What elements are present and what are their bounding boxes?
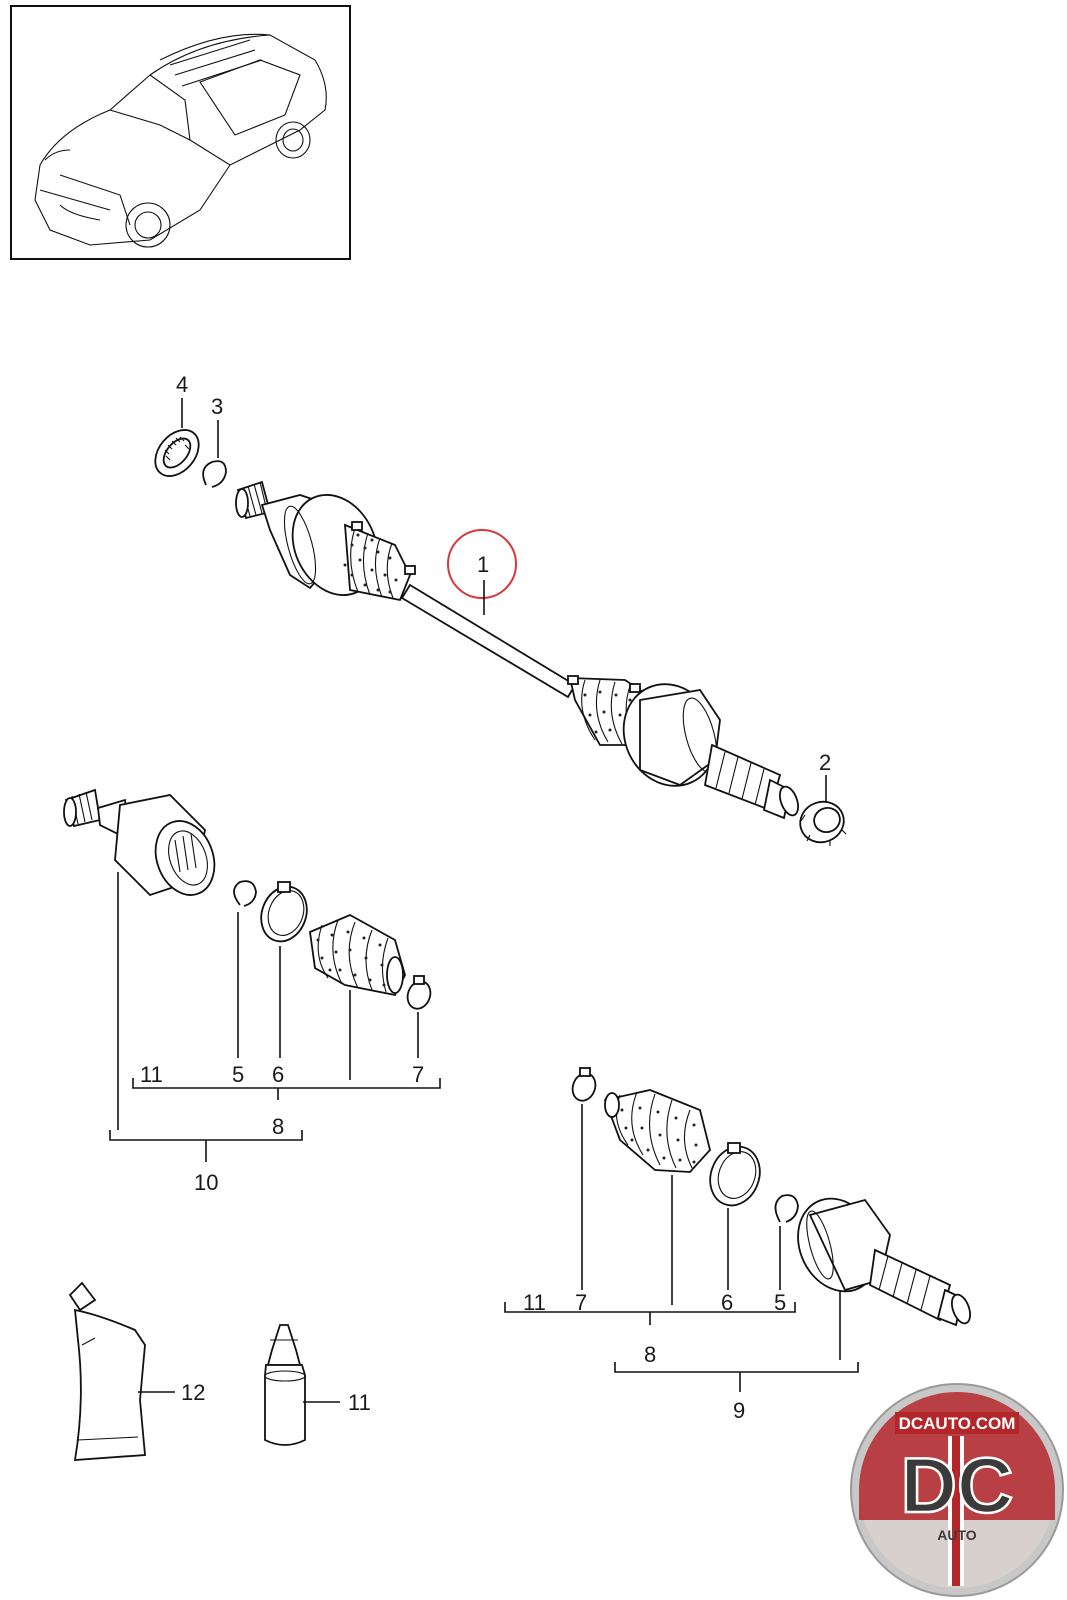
- part-boot-right: [603, 1089, 711, 1173]
- callout-8-right: 8: [644, 1342, 656, 1367]
- callout-12: 12: [181, 1380, 205, 1405]
- callout-7-left: 7: [412, 1062, 424, 1087]
- logo-letters: DC: [901, 1441, 1014, 1529]
- part-3-circlip: [202, 460, 227, 488]
- callout-10: 10: [194, 1170, 218, 1195]
- part-5-circlip-left: [233, 880, 257, 907]
- callout-8-left: 8: [272, 1114, 284, 1139]
- bracket-8-right: [504, 1302, 796, 1313]
- part-9-outer-joint: [797, 1197, 972, 1327]
- part-6-clamp-left: [260, 881, 308, 943]
- callout-6-right: 6: [721, 1290, 733, 1315]
- part-10-inner-joint: [63, 788, 216, 897]
- callout-6-left: 6: [272, 1062, 284, 1087]
- callout-7-right: 7: [575, 1290, 587, 1315]
- callout-11-left: 11: [140, 1062, 163, 1087]
- part-7-small-clamp-right: [571, 1067, 597, 1102]
- dcauto-logo: DCAUTO.COM DC AUTO: [850, 1383, 1064, 1597]
- part-2-nut: [799, 800, 847, 846]
- callout-2: 2: [819, 750, 831, 775]
- logo-text-top: DCAUTO.COM: [899, 1414, 1016, 1433]
- part-boot-left: [309, 913, 406, 997]
- part-4-seal-ring: [154, 429, 200, 477]
- part-12-grease-tube: [68, 1281, 146, 1461]
- logo-text-bottom: AUTO: [937, 1527, 977, 1543]
- callout-5-left: 5: [232, 1062, 244, 1087]
- bracket-8-left: [132, 1078, 441, 1089]
- bracket-9: [614, 1362, 859, 1373]
- callout-5-right: 5: [774, 1290, 786, 1315]
- part-1-drive-shaft: [235, 480, 800, 820]
- callout-3: 3: [211, 394, 223, 419]
- highlight-circle-1: [447, 529, 517, 599]
- callout-4: 4: [176, 372, 188, 397]
- part-11-grease-bottle: [264, 1324, 306, 1446]
- callout-9: 9: [733, 1398, 745, 1423]
- part-7-small-clamp-left: [406, 975, 432, 1010]
- part-5-circlip-right: [774, 1194, 799, 1223]
- callout-11-right: 11: [523, 1290, 546, 1315]
- callout-1: 1: [477, 552, 489, 577]
- part-6-clamp-right: [709, 1142, 761, 1207]
- vehicle-thumbnail: [10, 5, 351, 260]
- callout-labels: 4 3 1 2 11 5 6 7 8 10 11 7 6 5 8 9 12 11: [140, 372, 831, 1423]
- callout-11-bottle: 11: [348, 1390, 371, 1415]
